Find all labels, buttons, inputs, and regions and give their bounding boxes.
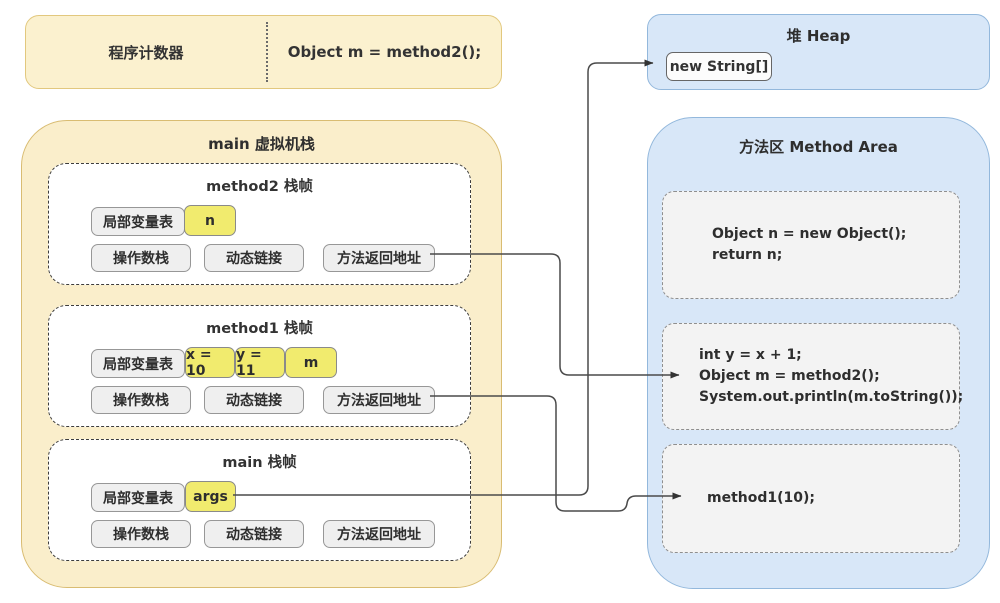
vm-stack-box: main 虚拟机栈 method2 栈帧 局部变量表 n 操作数栈 动态链接 方…	[21, 120, 502, 588]
code-block-method2: Object n = new Object(); return n;	[662, 191, 960, 299]
code-block-main: method1(10);	[662, 444, 960, 553]
dotted-divider	[266, 22, 268, 82]
method-area-box: 方法区 Method Area Object n = new Object();…	[647, 117, 990, 589]
heap-object-new-string-array: new String[]	[666, 52, 772, 81]
code-line: System.out.println(m.toString());	[699, 389, 964, 405]
operand-stack: 操作数栈	[91, 244, 191, 272]
program-counter-code: Object m = method2();	[287, 43, 482, 61]
return-address: 方法返回地址	[323, 520, 435, 548]
code-line: int y = x + 1;	[699, 347, 802, 363]
stack-frame-method2: method2 栈帧 局部变量表 n 操作数栈 动态链接 方法返回地址	[48, 163, 471, 285]
dynamic-link: 动态链接	[204, 520, 304, 548]
code-block-method1: int y = x + 1; Object m = method2(); Sys…	[662, 323, 964, 430]
frame-title: method1 栈帧	[206, 321, 313, 337]
code-line: Object n = new Object();	[712, 226, 907, 242]
operand-stack: 操作数栈	[91, 386, 191, 414]
local-variable-table: 局部变量表	[91, 483, 185, 512]
local-variable-table: 局部变量表	[91, 349, 185, 378]
stack-frame-method1: method1 栈帧 局部变量表 x = 10 y = 11 m 操作数栈 动态…	[48, 305, 471, 427]
heap-title: 堆 Heap	[786, 27, 851, 45]
dynamic-link: 动态链接	[204, 386, 304, 414]
stack-frame-main: main 栈帧 局部变量表 args 操作数栈 动态链接 方法返回地址	[48, 439, 471, 561]
code-line: method1(10);	[707, 490, 816, 506]
return-address: 方法返回地址	[323, 244, 435, 272]
var-chip-n: n	[184, 205, 236, 236]
method-area-title: 方法区 Method Area	[739, 138, 898, 156]
frame-title: method2 栈帧	[206, 179, 313, 195]
dynamic-link: 动态链接	[204, 244, 304, 272]
var-chip-m: m	[285, 347, 337, 378]
return-address: 方法返回地址	[323, 386, 435, 414]
vm-stack-title: main 虚拟机栈	[208, 135, 315, 153]
var-chip-y: y = 11	[235, 347, 285, 379]
code-line: return n;	[712, 247, 783, 263]
operand-stack: 操作数栈	[91, 520, 191, 548]
program-counter-box: 程序计数器 Object m = method2();	[25, 15, 502, 89]
local-variable-table: 局部变量表	[91, 207, 185, 236]
code-line: Object m = method2();	[699, 368, 880, 384]
heap-box: 堆 Heap new String[]	[647, 14, 990, 90]
program-counter-label: 程序计数器	[108, 43, 184, 62]
frame-title: main 栈帧	[222, 455, 297, 471]
var-chip-x: x = 10	[185, 347, 235, 379]
var-chip-args: args	[185, 481, 236, 512]
